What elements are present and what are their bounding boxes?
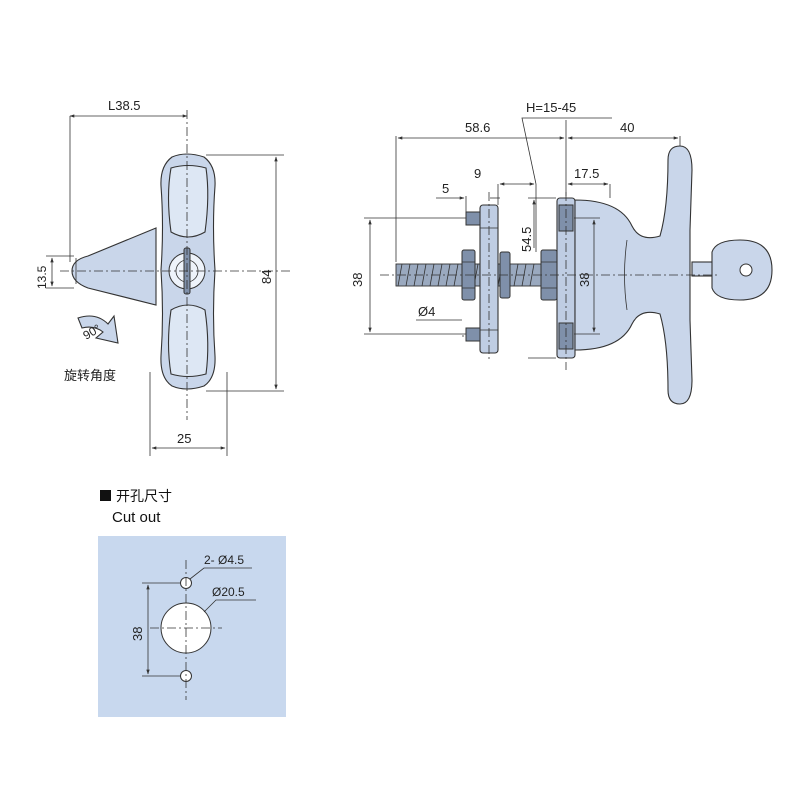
dim-side-38-left: 38: [350, 273, 365, 287]
key-shaft: [691, 261, 715, 277]
cutout-bullet-icon: [100, 490, 111, 501]
dim-side-9: 9: [474, 166, 481, 181]
front-cam: [71, 227, 157, 306]
dim-front-height: 84: [259, 270, 274, 284]
side-view: 58.6 40 H=15-45 9 17.5 5 54.5 38 38: [350, 100, 773, 405]
dim-side-length: 58.6: [465, 120, 490, 135]
dim-front-cam: 13.5: [35, 265, 49, 289]
dim-side-54-5: 54.5: [519, 227, 534, 252]
dim-front-base: 25: [177, 431, 191, 446]
side-handle: [574, 145, 693, 405]
dim-cutout-holes: 2- Ø4.5: [204, 553, 244, 567]
dim-cutout-main: Ø20.5: [212, 585, 245, 599]
rotation-arrow-icon: [77, 314, 119, 344]
front-view: L38.5 84 13.5 25 90° 旋转角度: [35, 98, 290, 456]
dim-side-d4: Ø4: [418, 304, 435, 319]
dim-front-width: L38.5: [108, 98, 141, 113]
rotation-label: 旋转角度: [64, 368, 116, 384]
cutout-section: 开孔尺寸 Cut out 38 2- Ø4.5 Ø20.5: [98, 489, 286, 717]
dim-cutout-spacing: 38: [130, 627, 145, 641]
dim-side-5: 5: [442, 181, 449, 196]
dim-side-17-5: 17.5: [574, 166, 599, 181]
cutout-title-en: Cut out: [112, 509, 161, 526]
dim-side-head: 40: [620, 120, 634, 135]
dim-side-h-range: H=15-45: [526, 100, 576, 115]
dim-side-38-right: 38: [577, 273, 592, 287]
cutout-title-cn: 开孔尺寸: [116, 489, 172, 505]
